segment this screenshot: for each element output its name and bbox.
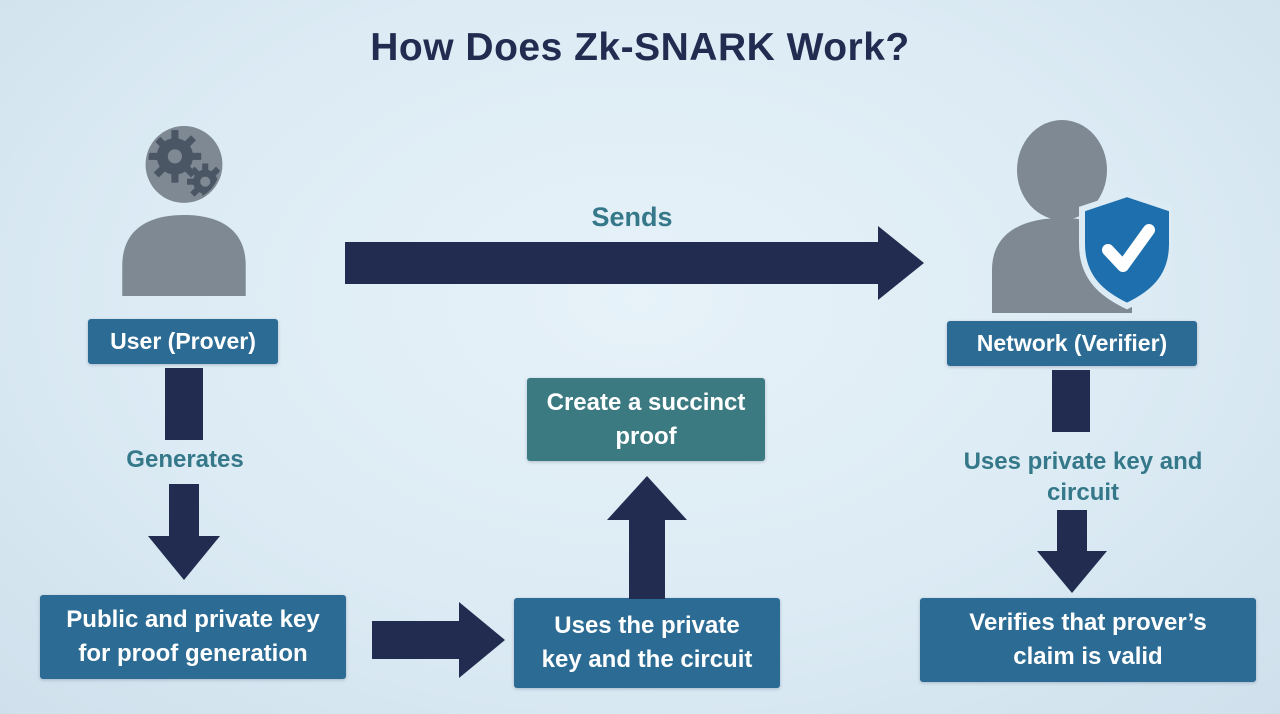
sends-arrow-shaft: [345, 242, 879, 284]
verifies-claim-line1: Verifies that prover’s: [969, 609, 1207, 637]
verify-arrow-head: [1037, 551, 1107, 593]
verify-arrow-shaft: [1057, 510, 1087, 552]
verifier-node: Network (Verifier): [947, 321, 1197, 366]
create-proof-line2: proof: [615, 422, 677, 450]
prover-node: User (Prover): [88, 319, 278, 364]
create-proof-line1: Create a succinct: [546, 388, 746, 416]
public-private-key-line2: for proof generation: [78, 640, 308, 667]
page-title: How Does Zk-SNARK Work?: [370, 26, 910, 69]
person-gears-icon: [122, 126, 246, 296]
public-private-key-line1: Public and private key: [66, 606, 320, 634]
proof-arrow-shaft: [629, 519, 665, 599]
verifier-connector-shaft: [1052, 370, 1090, 432]
sends-label: Sends: [591, 202, 673, 232]
prover-connector-shaft: [165, 368, 203, 440]
sends-arrow-head: [878, 226, 924, 300]
uses-private-key-line2: key and the circuit: [541, 646, 753, 673]
key-to-circuit-arrow-head: [459, 602, 505, 678]
prover-node-label: User (Prover): [110, 328, 256, 354]
uses-private-key-line1: Uses the private: [554, 612, 740, 640]
person-shield-check-icon: [992, 120, 1172, 313]
verifier-node-label: Network (Verifier): [976, 330, 1168, 356]
create-proof-node: Create a succinct proof: [527, 378, 765, 461]
generates-arrow-shaft: [169, 484, 199, 537]
public-private-key-node: Public and private key for proof generat…: [40, 595, 346, 679]
proof-arrow-head: [607, 476, 687, 520]
generates-arrow-head: [148, 536, 220, 580]
key-to-circuit-arrow-shaft: [372, 621, 460, 659]
uses-key-circuit-label: Uses private key and circuit: [958, 446, 1208, 508]
shield-check-icon: [1079, 190, 1172, 310]
generates-label: Generates: [126, 446, 244, 473]
verifies-claim-node: Verifies that prover’s claim is valid: [920, 598, 1256, 682]
verifies-claim-line2: claim is valid: [1013, 643, 1163, 670]
uses-key-circuit-line1: Uses private key and: [963, 448, 1203, 475]
uses-key-circuit-line2: circuit: [1046, 479, 1120, 507]
uses-private-key-node: Uses the private key and the circuit: [514, 598, 780, 688]
